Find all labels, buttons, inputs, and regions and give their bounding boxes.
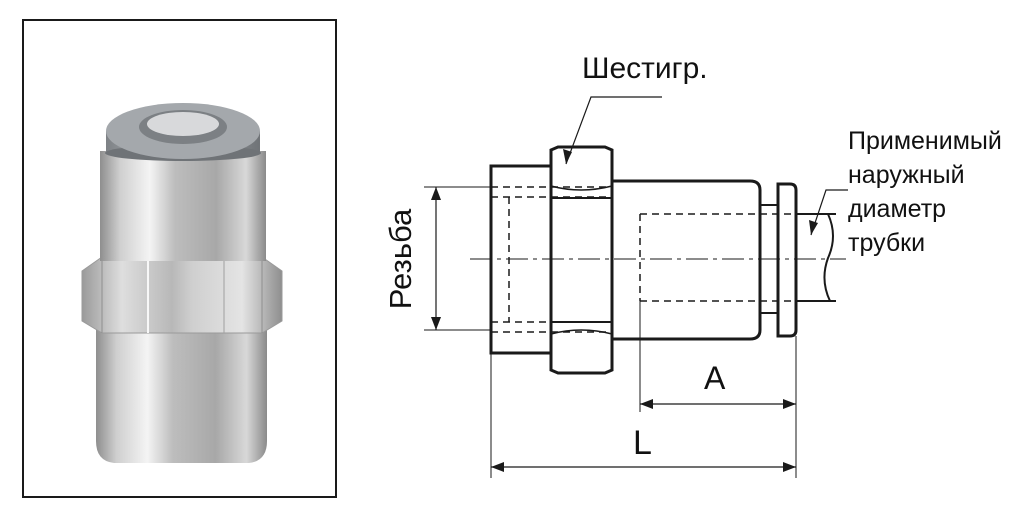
hex-label: Шестигр. (582, 52, 708, 85)
upper-body (100, 151, 266, 261)
release-ring (776, 182, 798, 338)
thread-label-text: Резьба (383, 208, 418, 310)
tube-label-line-2: наружный (848, 161, 965, 189)
fitting-photo (81, 103, 283, 463)
lower-body (96, 311, 267, 463)
tube-diameter-label: Применимый наружный диаметр трубки (848, 124, 1002, 260)
arrowheads (431, 149, 818, 472)
dimension-a-label: A (704, 360, 726, 396)
tube-label-line-1: Применимый (848, 127, 1002, 155)
hex-leader (565, 96, 662, 165)
dimension-l-label: L (633, 424, 652, 462)
thread-label: Резьба (379, 208, 423, 310)
tube-label-line-3: диаметр (848, 195, 947, 223)
tube-label-line-4: трубки (848, 229, 926, 257)
product-photo-frame (22, 19, 337, 498)
hex-outline (549, 145, 614, 375)
tube-leader (810, 189, 848, 236)
